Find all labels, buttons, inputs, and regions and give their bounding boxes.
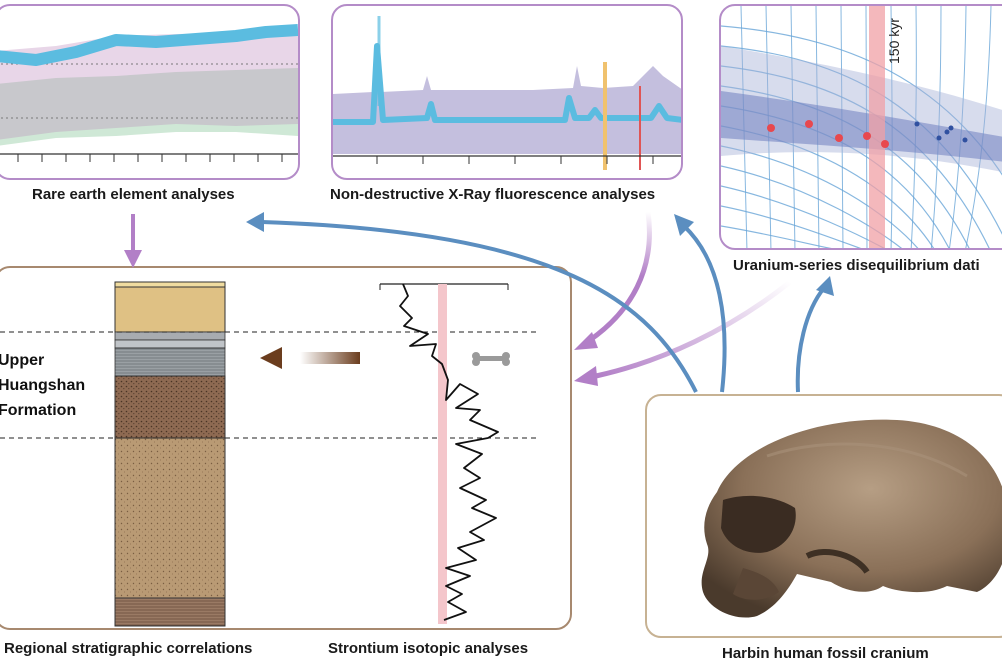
strat-label: Regional stratigraphic correlations xyxy=(4,640,252,657)
sr-label: Strontium isotopic analyses xyxy=(328,640,528,657)
cranium-label: Harbin human fossil cranium xyxy=(722,645,929,662)
sr-series-line xyxy=(400,284,498,620)
bone-icon xyxy=(472,352,510,366)
strat-column xyxy=(115,282,225,626)
cranium-image xyxy=(647,396,1002,638)
ree-down-arrow-head xyxy=(124,250,142,268)
blue-arrow-head-ree xyxy=(246,212,264,232)
cranium-panel xyxy=(645,394,1002,638)
brown-arrow-head xyxy=(260,347,282,369)
purple-arrow-head-2 xyxy=(574,366,598,386)
sr-plot xyxy=(380,284,510,624)
